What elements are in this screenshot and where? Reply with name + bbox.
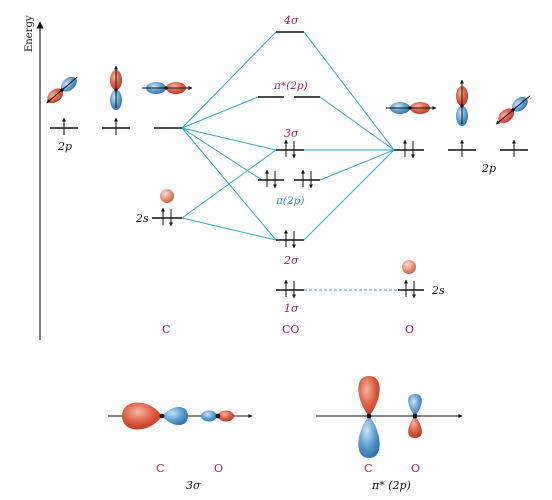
mo-label-pi-star: π*(2p) xyxy=(273,80,308,92)
o-2s-label: 2s xyxy=(431,284,445,297)
oxygen-2p-levels: 2p xyxy=(394,139,528,175)
mo-label-3sigma: 3σ xyxy=(284,127,299,140)
mo-label-1sigma: 1σ xyxy=(284,302,299,315)
o-s-orbital-icon xyxy=(402,260,416,274)
mo-level-4sigma: 4σ xyxy=(276,14,304,33)
mo-label-2sigma: 2σ xyxy=(283,254,299,267)
species-label-c: C xyxy=(162,323,170,336)
energy-axis: Energy xyxy=(24,15,44,340)
o-2p-label: 2p xyxy=(481,162,496,175)
species-label-o: O xyxy=(405,323,414,336)
carbon-2p-levels: 2p xyxy=(50,117,182,153)
o-p-orbital-tilted-icon xyxy=(495,95,531,125)
c-p-orbital-tilted-icon xyxy=(46,76,78,104)
energy-axis-label: Energy xyxy=(24,15,35,52)
oxygen-p-orbital-pictures xyxy=(386,79,531,274)
mo-level-1sigma: 1σ xyxy=(276,279,304,315)
correlation-lines xyxy=(181,31,398,291)
carbon-p-orbital-pictures xyxy=(46,65,193,203)
c-p-orbital-horizontal-icon xyxy=(142,82,193,94)
c-2s-label: 2s xyxy=(135,212,149,225)
c-2p-label: 2p xyxy=(57,140,72,153)
mo-level-pi: π(2p) xyxy=(258,169,320,207)
mo-level-2sigma: 2σ xyxy=(276,229,304,267)
orbital-3sigma-c-label: C xyxy=(156,462,164,475)
orbital-picture-3sigma: C O 3σ xyxy=(108,402,253,492)
mo-level-pi-star: π*(2p) xyxy=(258,80,320,98)
carbon-2s-level: 2s xyxy=(135,207,182,227)
o-p-orbital-horizontal-icon xyxy=(386,102,437,114)
orbital-pi-star-caption: π* (2p) xyxy=(371,479,411,492)
mo-label-4sigma: 4σ xyxy=(283,14,299,27)
orbital-picture-pi-star: C O π* (2p) xyxy=(316,376,463,492)
orbital-3sigma-o-label: O xyxy=(214,462,223,475)
c-s-orbital-icon xyxy=(160,189,174,203)
orbital-3sigma-caption: 3σ xyxy=(186,479,201,492)
orbital-pi-star-o-label: O xyxy=(411,462,420,475)
mo-label-pi: π(2p) xyxy=(275,195,305,207)
orbital-pi-star-c-label: C xyxy=(364,462,372,475)
o-p-orbital-vertical-icon xyxy=(456,79,468,126)
c-p-orbital-vertical-icon xyxy=(110,65,122,110)
oxygen-2s-level: 2s xyxy=(398,279,445,299)
species-label-co: CO xyxy=(282,323,299,336)
mo-level-3sigma: 3σ xyxy=(276,127,304,159)
